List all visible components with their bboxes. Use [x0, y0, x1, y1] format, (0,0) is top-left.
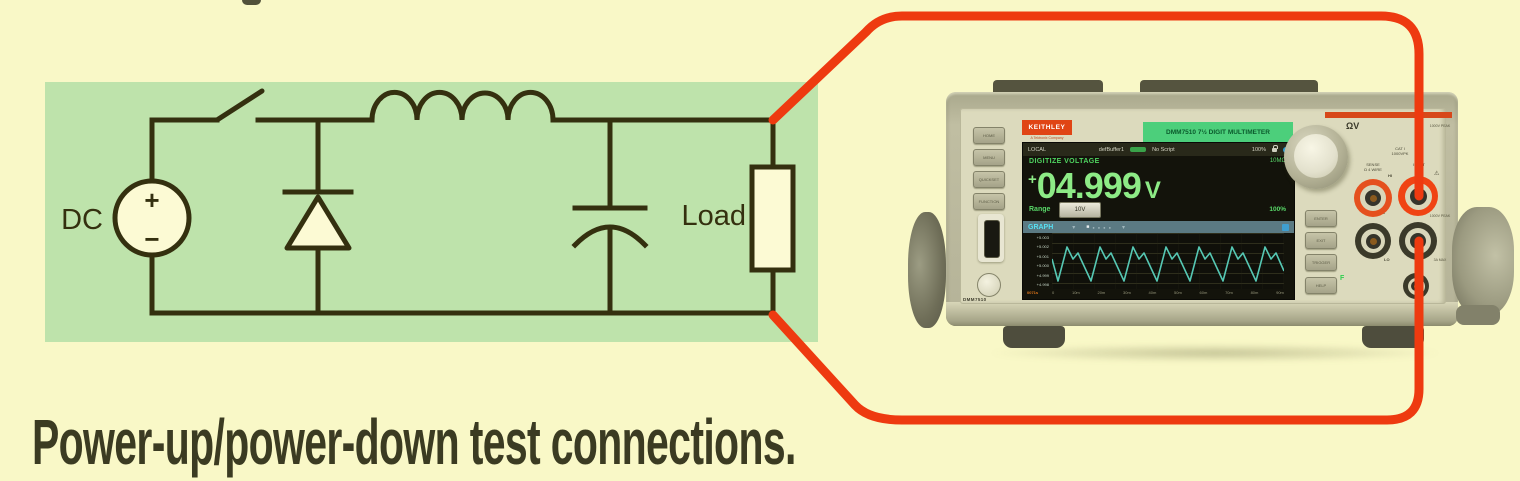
button-exit[interactable]: EXIT: [1305, 232, 1337, 249]
terminal-sense-hi[interactable]: [1354, 179, 1392, 217]
carousel-dots[interactable]: ■●●●●: [1086, 224, 1111, 230]
dot-icon: ●: [1097, 224, 1101, 230]
status-buffer: defBuffer1: [1098, 146, 1125, 153]
lo-label: LO: [1384, 257, 1390, 262]
top-grip-right: [1140, 80, 1318, 94]
button-enter[interactable]: ENTER: [1305, 210, 1337, 227]
load-label: Load: [681, 200, 746, 232]
function-label: DIGITIZE VOLTAGE: [1029, 158, 1100, 165]
model-banner: DMM7510 7½ DIGIT MULTIMETER: [1143, 122, 1293, 142]
lo-lead-wire: [768, 236, 1424, 425]
diode-leads: [282, 117, 354, 316]
top-grip-left: [993, 80, 1103, 94]
reading-unit: V: [1144, 177, 1161, 204]
circuit-wires: [149, 117, 776, 316]
touchscreen[interactable]: LOCAL defBuffer1 No Script 100% DIGITIZE…: [1022, 142, 1295, 300]
minus-sign: −: [144, 224, 159, 254]
hi-label: HI: [1388, 173, 1392, 178]
side-rating-top: 1000V PEAK: [1429, 124, 1451, 128]
figure-caption: Power-up/power-down test connections.: [32, 406, 796, 478]
button-trigger[interactable]: TRIGGER: [1305, 254, 1337, 271]
foot-left: [1003, 326, 1065, 348]
button-function[interactable]: FUNCTION: [973, 193, 1005, 210]
cat-rating-line1: CAT I: [1395, 146, 1405, 151]
sense-label: SENSE: [1366, 162, 1380, 167]
diode: [284, 194, 352, 251]
button-quickset[interactable]: QUICKSET: [973, 171, 1005, 188]
graph-footer-marker: 0071s: [1027, 290, 1039, 295]
tab-graph[interactable]: GRAPH: [1028, 223, 1054, 231]
reading-value: 04.999: [1036, 165, 1142, 206]
screen-status-bar: LOCAL defBuffer1 No Script 100%: [1023, 143, 1294, 156]
load-resistor: [749, 164, 796, 273]
status-mode: LOCAL: [1028, 146, 1047, 153]
rotary-knob-face[interactable]: [1294, 134, 1338, 178]
side-rating-mid: 1000V PEAK: [1429, 214, 1451, 218]
dc-source: [112, 178, 192, 258]
chevron-down-icon[interactable]: ▾: [1072, 224, 1076, 231]
lock-icon: [1272, 144, 1278, 152]
dot-active-icon: ■: [1086, 224, 1090, 230]
usb-port[interactable]: [984, 220, 1000, 258]
buffer-progress-pill: [1130, 147, 1147, 152]
instrument-shadow: [985, 344, 1445, 362]
buffer-fill-percent: 100%: [1269, 206, 1286, 213]
dot-icon: ●: [1092, 224, 1095, 230]
dot-icon: ●: [1108, 224, 1112, 230]
dc-label: DC: [61, 204, 103, 236]
graph-settings-icon[interactable]: [1282, 223, 1289, 231]
inductor: [369, 89, 556, 123]
foot-right: [1362, 326, 1424, 348]
plus-sign: +: [144, 185, 159, 215]
graph-area: +5.003 +5.002 +5.001 +5.000 +4.999 +4.99…: [1025, 233, 1290, 297]
model-label: DMM7510: [963, 297, 987, 302]
front-terminals-indicator: F: [1340, 275, 1345, 282]
range-label: Range: [1029, 206, 1051, 213]
capacitor: [572, 117, 648, 316]
button-menu[interactable]: MENU: [973, 149, 1005, 166]
bottom-bezel: [946, 302, 1458, 326]
graph-plot: [1051, 233, 1285, 289]
button-home[interactable]: HOME: [973, 127, 1005, 144]
ripple-waveform: [1051, 246, 1285, 282]
side-rating-bot: 3A MAX: [1433, 258, 1447, 262]
warning-icon: ⚠: [1434, 171, 1440, 177]
graph-tab-bar[interactable]: GRAPH ▾ ■●●●● ▾: [1023, 221, 1294, 233]
cat-rating-line2: 1000VPK: [1391, 150, 1409, 156]
four-wire-label: Ω 4 WIRE: [1364, 166, 1382, 172]
status-percent: 100%: [1251, 146, 1266, 153]
terminal-heading: ΩV: [1346, 121, 1360, 131]
keithley-logo: KEITHLEY: [1022, 120, 1072, 135]
keithley-logo-subtext: A Tektronix Company: [1030, 136, 1064, 140]
terminal-accent-stripe: [1325, 112, 1452, 118]
power-button[interactable]: [977, 273, 1001, 297]
side-bumper-left: [908, 212, 946, 328]
side-bumper-right: [1452, 207, 1514, 315]
range-button[interactable]: 10V: [1059, 202, 1101, 218]
button-help[interactable]: HELP: [1305, 277, 1337, 294]
side-bumper-right-lower: [1456, 305, 1500, 325]
hi-lead-wire: [768, 11, 1424, 201]
dot-icon: ●: [1103, 224, 1106, 230]
chevron-down-icon[interactable]: ▾: [1122, 224, 1126, 231]
switch: [214, 88, 265, 123]
graph-y-axis-labels: +5.003 +5.002 +5.001 +5.000 +4.999 +4.99…: [1036, 235, 1049, 287]
status-script: No Script: [1152, 146, 1175, 153]
input-impedance: 10MΩ: [1269, 158, 1286, 164]
cropped-text-fragment: [242, 0, 261, 5]
capacitor-curved-plate: [571, 224, 649, 249]
reading-sign: +: [1028, 171, 1037, 188]
graph-x-axis-labels: 0 10m 20m 30m 40m 50m 60m 70m 80m 90m: [1052, 290, 1284, 295]
terminal-sense-lo[interactable]: [1355, 223, 1391, 259]
